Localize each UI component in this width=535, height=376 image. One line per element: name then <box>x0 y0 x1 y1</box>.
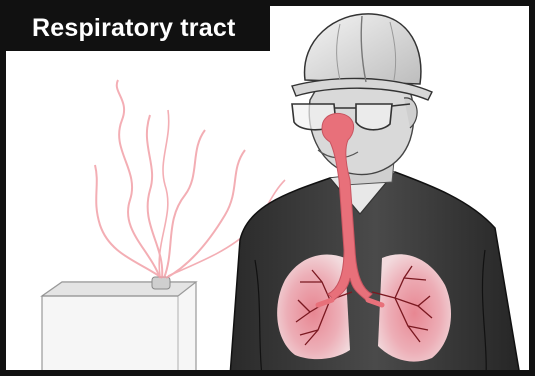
figure-title: Respiratory tract <box>6 6 270 51</box>
hard-hat-icon <box>292 14 432 100</box>
worker-body <box>230 172 520 376</box>
container-cap <box>152 277 170 289</box>
container <box>42 277 196 376</box>
